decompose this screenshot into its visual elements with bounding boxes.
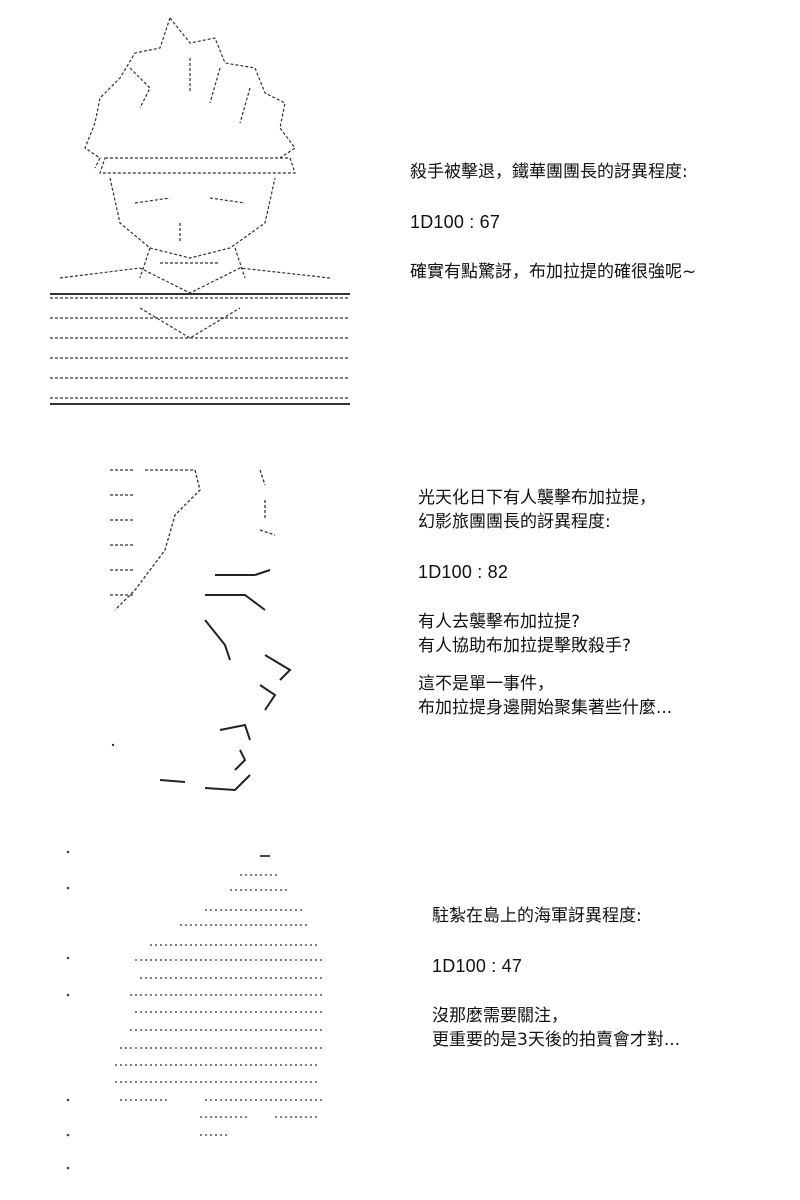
panel-iron-blood-leader: 殺手被擊退，鐵華團團長的訝異程度: 1D100 : 67 確實有點驚訝，布加拉提…: [0, 0, 800, 430]
dice-roll-result: 1D100 : 47: [432, 956, 523, 976]
panel-1-text: 殺手被擊退，鐵華團團長的訝異程度: 1D100 : 67 確實有點驚訝，布加拉提…: [410, 160, 696, 284]
narration-line: 殺手被擊退，鐵華團團長的訝異程度:: [410, 162, 688, 182]
narration-line: 沒那麼需要關注，: [432, 1006, 568, 1026]
ascii-art-drawing: [110, 469, 292, 792]
panel-3-text: 駐紮在島上的海軍訝異程度: 1D100 : 47 沒那麼需要關注， 更重要的是3…: [432, 904, 680, 1052]
panel-navy-stationed: 駐紮在島上的海軍訝異程度: 1D100 : 47 沒那麼需要關注， 更重要的是3…: [0, 830, 800, 1200]
dice-roll-result: 1D100 : 67: [410, 212, 501, 232]
narration-line: 布加拉提身邊開始聚集著些什麼...: [418, 698, 673, 718]
narration-line: 這不是單一事件，: [418, 674, 554, 694]
dice-roll-result: 1D100 : 82: [418, 562, 509, 582]
ascii-art-drawing: [66, 850, 325, 1170]
narration-line: 駐紮在島上的海軍訝異程度:: [432, 906, 642, 926]
narration-line: 更重要的是3天後的拍賣會才對...: [432, 1030, 681, 1050]
panel-2-text: 光天化日下有人襲擊布加拉提， 幻影旅團團長的訝異程度: 1D100 : 82 有…: [418, 486, 672, 720]
narration-line: 確實有點驚訝，布加拉提的確很強呢~: [410, 262, 697, 282]
ascii-art-drawing: [50, 17, 350, 405]
panel-phantom-troupe-leader: 光天化日下有人襲擊布加拉提， 幻影旅團團長的訝異程度: 1D100 : 82 有…: [0, 440, 800, 820]
narration-line: 有人協助布加拉提擊敗殺手?: [418, 636, 632, 656]
narration-line: 光天化日下有人襲擊布加拉提，: [418, 488, 656, 508]
ascii-art-ocean-waves: [60, 840, 340, 1190]
narration-line: 有人去襲擊布加拉提?: [418, 612, 581, 632]
ascii-art-character-profile: [105, 460, 325, 800]
narration-line: 幻影旅團團長的訝異程度:: [418, 512, 611, 532]
ascii-art-character-portrait: [40, 8, 360, 418]
